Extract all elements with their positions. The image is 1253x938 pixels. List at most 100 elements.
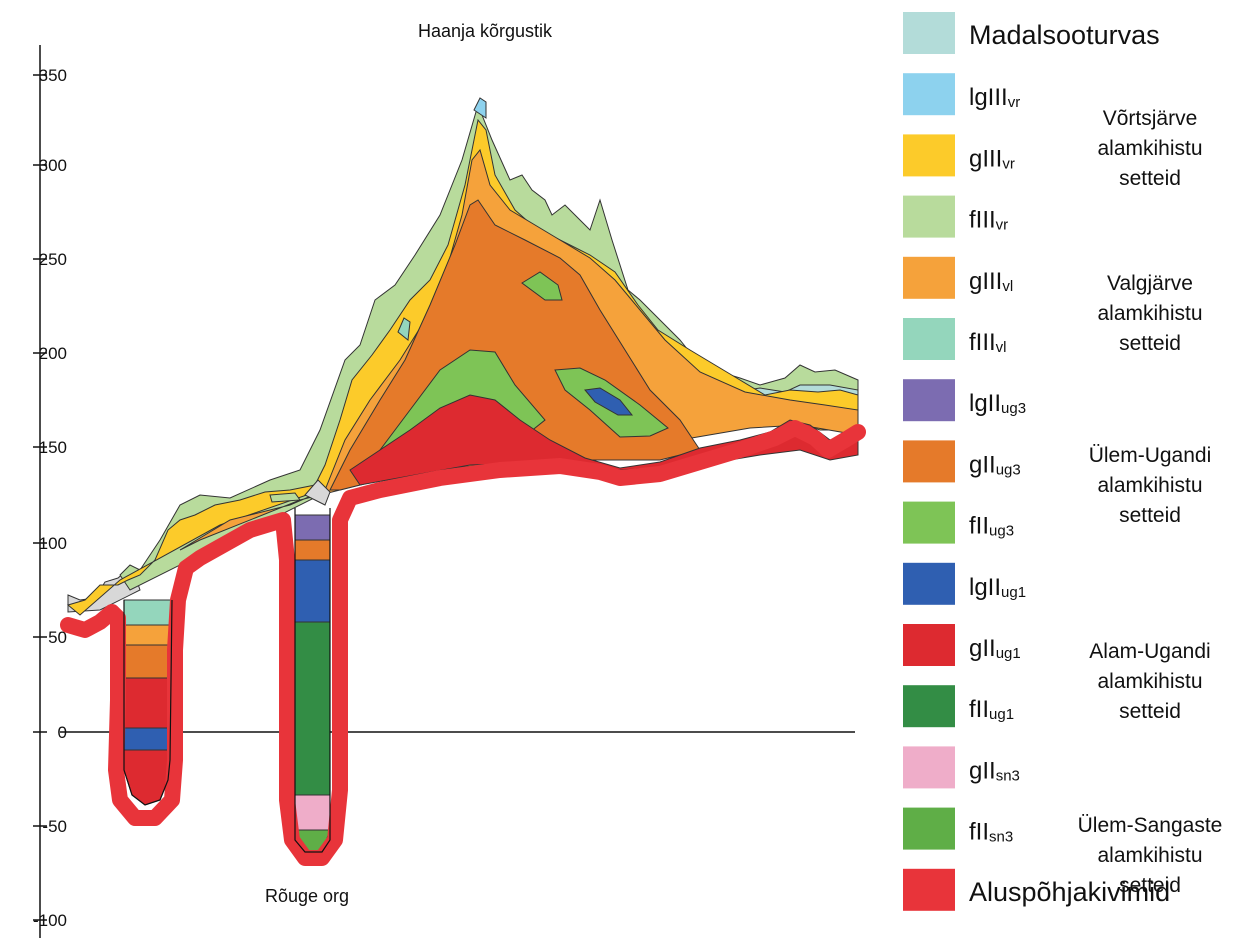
left-trough-gIIIvl [123, 624, 171, 646]
legend-label-fIIug1: fIIug1 [969, 696, 1014, 723]
legend-swatch-fIIug1 [903, 685, 955, 728]
legend-main-text: fIII [969, 207, 996, 234]
bedrock-aluspohjakivimid [60, 420, 866, 866]
legend-sub-text: sn3 [996, 767, 1020, 784]
legend-swatch-fIIug3 [903, 501, 955, 544]
legend-label-fIIIvr: fIIIvr [969, 207, 1008, 234]
layer-lgIIIvr-peak [473, 97, 487, 119]
left-trough-gIIug1-lower [123, 749, 171, 806]
right-trough-fIIug1 [294, 621, 331, 796]
legend-group-line: alamkihistu [1097, 137, 1202, 160]
legend-group-label: Ülem-Ugandi alamkihistu setteid [1089, 444, 1212, 527]
right-trough-lgIIug3 [294, 514, 331, 541]
right-trough-lgIIug1 [294, 559, 331, 623]
legend-main-text: fII [969, 513, 989, 540]
legend-sub-text: ug3 [989, 523, 1014, 540]
y-tick-label: -50 [42, 817, 67, 836]
legend-label-madalsooturvas: Madalsooturvas [969, 20, 1160, 50]
left-trough-gIIug1-upper [123, 677, 171, 729]
legend-group-line: Võrtsjärve [1103, 107, 1198, 130]
y-tick-label: 50 [48, 628, 67, 647]
legend-sub-text: vr [1008, 94, 1021, 111]
legend-main-text: gIII [969, 145, 1002, 172]
legend-sub-text: vl [1002, 278, 1013, 295]
legend-sub-text: vl [996, 339, 1007, 356]
legend-label-fIIIvl: fIIIvl [969, 329, 1007, 356]
right-trough-gIIsn3 [294, 794, 331, 831]
legend-group-line: alamkihistu [1097, 302, 1202, 325]
legend-sub-text: ug1 [1001, 584, 1026, 601]
legend-group-line: setteid [1119, 700, 1181, 723]
legend-label-lgIIug1: lgIIug1 [969, 574, 1026, 601]
legend: MadalsooturvaslgIIIvrgIIIvrfIIIvrgIIIvlf… [903, 12, 1170, 911]
left-trough-gIIug3 [123, 644, 171, 679]
legend-group-line: Valgjärve [1107, 272, 1193, 295]
legend-main-text: gII [969, 451, 996, 478]
legend-group-label: Alam-Ugandi alamkihistu setteid [1089, 640, 1210, 723]
legend-swatch-gIIug3 [903, 440, 955, 483]
legend-main-text: lgIII [969, 84, 1008, 111]
legend-main-text: gII [969, 635, 996, 662]
legend-swatch-aluspohjakivimid [903, 868, 955, 911]
layer-fIIug3-lens-upper [521, 271, 563, 301]
legend-group-line: Ülem-Sangaste [1078, 814, 1223, 837]
legend-swatch-gIIug1 [903, 624, 955, 666]
legend-group-line: setteid [1119, 874, 1181, 897]
layer-lgIIug1-right [584, 387, 634, 416]
legend-label-lgIIIvr: lgIIIvr [969, 84, 1020, 111]
legend-group-label: Võrtsjärve alamkihistu setteid [1097, 107, 1202, 190]
legend-swatch-gIIsn3 [903, 746, 955, 789]
legend-swatch-fIIIvr [903, 195, 955, 238]
legend-group-line: alamkihistu [1097, 474, 1202, 497]
surface-fIIIvr-sliver [269, 492, 301, 503]
surface-rouge-gray [304, 479, 331, 506]
legend-main-text: lgII [969, 390, 1001, 417]
legend-group-line: alamkihistu [1097, 670, 1202, 693]
legend-group-line: Ülem-Ugandi [1089, 444, 1212, 467]
legend-main-text: gII [969, 757, 996, 784]
legend-sub-text: ug1 [996, 645, 1021, 662]
legend-label-gIIIvr: gIIIvr [969, 145, 1015, 172]
legend-main-text: lgII [969, 574, 1001, 601]
y-tick-group: 350300250200150100500-50-100 [33, 66, 67, 930]
legend-swatch-fIIsn3 [903, 807, 955, 850]
legend-group-line: alamkihistu [1097, 844, 1202, 867]
y-tick-label: -100 [33, 911, 67, 930]
legend-swatch-fIIIvl [903, 318, 955, 360]
y-tick-label: 150 [39, 438, 67, 457]
right-trough-outline [294, 508, 331, 853]
legend-group-line: Alam-Ugandi [1089, 640, 1210, 663]
legend-main-text: fIII [969, 329, 996, 356]
left-trough-fIIIvl [123, 599, 173, 626]
legend-group-label: Valgjärve alamkihistu setteid [1097, 272, 1202, 355]
left-trough-lgIIug1 [123, 727, 171, 751]
legend-group-line: setteid [1119, 332, 1181, 355]
legend-sub-text: sn3 [989, 829, 1013, 846]
legend-main-text: gIII [969, 268, 1002, 295]
y-tick-label: 300 [39, 156, 67, 175]
legend-sub-text: vr [1002, 155, 1015, 172]
y-tick-label: 250 [39, 250, 67, 269]
legend-label-lgIIug3: lgIIug3 [969, 390, 1026, 417]
layer-fIIIvl-lens [397, 317, 411, 341]
legend-swatch-gIIIvr [903, 134, 955, 177]
legend-sub-text: ug1 [989, 706, 1014, 723]
legend-group-line: setteid [1119, 167, 1181, 190]
cross-section-layers [66, 97, 859, 853]
legend-sub-text: ug3 [996, 461, 1021, 478]
legend-label-gIIsn3: gIIsn3 [969, 757, 1020, 784]
legend-label-aluspohjakivimid: Aluspõhjakivimid [969, 877, 1170, 907]
legend-label-fIIug3: fIIug3 [969, 513, 1014, 540]
legend-swatch-madalsooturvas [903, 12, 955, 54]
valley-label: Rõuge org [265, 886, 349, 906]
legend-main-text: fII [969, 819, 989, 846]
left-trough-outline [123, 599, 173, 806]
legend-swatch-lgIIug1 [903, 562, 955, 605]
legend-swatch-gIIIvl [903, 256, 955, 299]
right-trough-gIIug3 [294, 539, 331, 561]
legend-swatch-lgIIug3 [903, 379, 955, 422]
legend-group-line: setteid [1119, 504, 1181, 527]
legend-label-gIIug3: gIIug3 [969, 451, 1021, 478]
